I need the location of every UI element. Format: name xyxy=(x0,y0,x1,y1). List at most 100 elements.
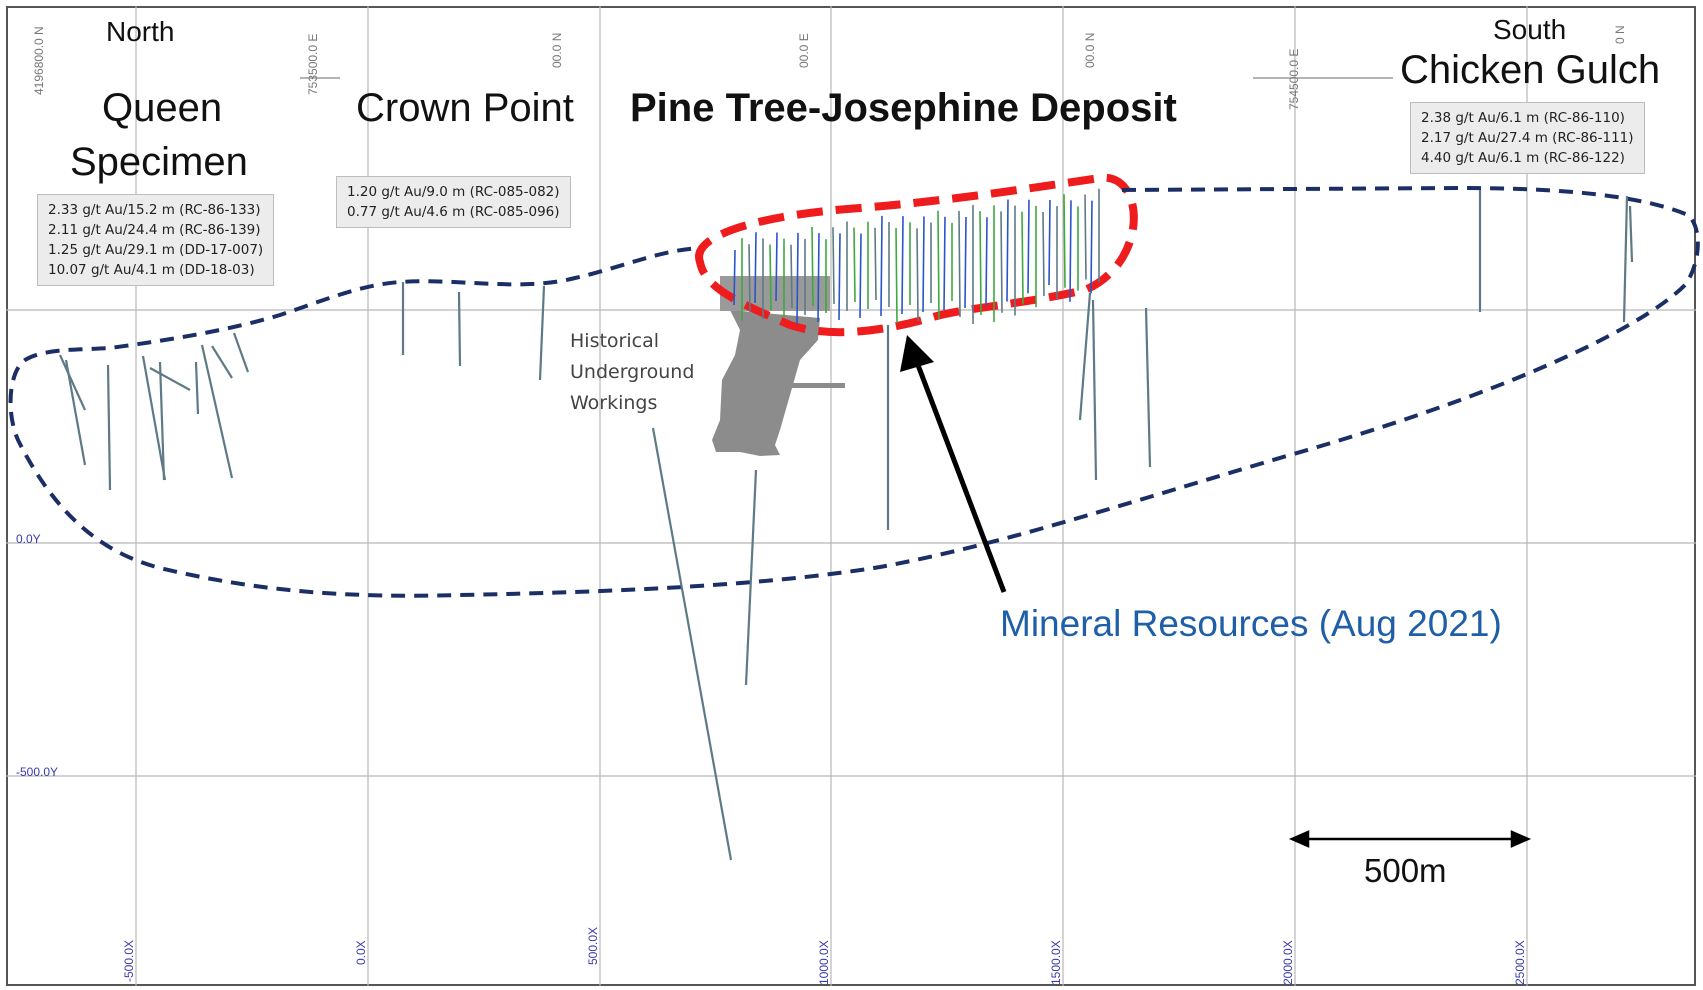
drillhole-trace xyxy=(149,367,191,391)
deposit-drillhole-trace xyxy=(832,227,835,305)
workings-tail xyxy=(780,383,845,388)
queen-label: Queen xyxy=(102,86,223,130)
south-label: South xyxy=(1493,14,1567,45)
deposit-drillhole-trace xyxy=(1042,211,1045,297)
historical-label-2: Underground xyxy=(570,361,695,383)
deposit-drillhole-trace xyxy=(1063,194,1066,288)
deposit-drillhole-trace xyxy=(916,228,919,322)
deposit-drillhole-trace xyxy=(796,232,799,325)
queen-intercepts-box: 2.33 g/t Au/15.2 m (RC-86-133) 2.11 g/t … xyxy=(37,194,275,286)
x-label-500: 500.0X xyxy=(586,926,600,965)
x-label-2500: 2500.0X xyxy=(1513,940,1527,985)
map-frame xyxy=(6,6,1696,986)
deposit-drillhole-trace xyxy=(790,244,793,309)
coord-label-5: 00.0 N xyxy=(1083,32,1097,68)
drillholes xyxy=(58,188,1634,861)
coord-label-6: 754500.0 E xyxy=(1287,48,1301,110)
x-label-2000: 2000.0X xyxy=(1281,940,1295,985)
deposit-drillhole-trace xyxy=(901,216,904,315)
drillhole-trace xyxy=(457,291,462,367)
deposit-drillhole-trace xyxy=(1027,199,1030,294)
queen-intercept-4: 10.07 g/t Au/4.1 m (DD-18-03) xyxy=(48,262,255,278)
deposit-drillhole-trace xyxy=(754,232,757,304)
drillhole-trace xyxy=(232,332,250,373)
resources-arrow xyxy=(900,335,1007,593)
drillhole-trace xyxy=(64,359,87,466)
deposit-drillhole-trace xyxy=(1084,194,1087,280)
drillhole-trace xyxy=(1078,292,1092,421)
deposit-drillhole-trace xyxy=(895,228,898,324)
drillhole-trace xyxy=(651,427,733,861)
workings-main xyxy=(712,310,820,456)
drillhole-trace xyxy=(58,354,87,411)
historical-label-1: Historical xyxy=(570,330,659,352)
crown-intercepts-box: 1.20 g/t Au/9.0 m (RC-085-082) 0.77 g/t … xyxy=(336,176,571,228)
deposit-drillhole-trace xyxy=(775,232,778,302)
deposit-drillhole-trace xyxy=(1000,211,1003,313)
scale-bar xyxy=(1288,830,1532,848)
drillhole-trace xyxy=(538,285,546,381)
drillhole-trace xyxy=(1091,299,1098,481)
queen-intercept-3: 1.25 g/t Au/29.1 m (DD-17-007) xyxy=(48,242,264,258)
deposit-drillhole-trace xyxy=(922,216,925,313)
chicken-intercepts-box: 2.38 g/t Au/6.1 m (RC-86-110) 2.17 g/t A… xyxy=(1410,102,1645,174)
deposit-drillhole-trace xyxy=(937,210,940,320)
deposit-drillhole-trace xyxy=(733,249,736,306)
drillhole-trace xyxy=(200,344,234,479)
deposit-drillhole-trace xyxy=(811,226,814,307)
arrow-head xyxy=(900,335,934,372)
scale-left-arrow xyxy=(1288,830,1310,848)
mineral-resources-label: Mineral Resources (Aug 2021) xyxy=(1000,603,1502,644)
deposit-drillhole-trace xyxy=(979,211,982,316)
chicken-intercept-3: 4.40 g/t Au/6.1 m (RC-86-122) xyxy=(1421,150,1625,166)
deposit-drillhole-trace xyxy=(817,233,820,323)
arrow-shaft xyxy=(915,364,1007,593)
deposit-drillhole-trace xyxy=(985,217,988,307)
y-label-500: -500.0Y xyxy=(16,765,59,779)
coord-label-7: 0 N xyxy=(1613,25,1627,44)
deposit-drillhole-trace xyxy=(880,215,883,317)
crown-intercept-2: 0.77 g/t Au/4.6 m (RC-085-096) xyxy=(347,204,560,220)
chicken-gulch-label: Chicken Gulch xyxy=(1400,48,1661,92)
drillhole-trace xyxy=(194,361,200,415)
scale-bar-label: 500m xyxy=(1364,852,1447,889)
deposit-drillhole-trace xyxy=(958,210,961,318)
coord-label-4: 00.0 E xyxy=(797,33,811,68)
coord-label-1: 4196800.0 N xyxy=(32,26,46,95)
chicken-intercept-2: 2.17 g/t Au/27.4 m (RC-86-111) xyxy=(1421,130,1634,146)
workings-top xyxy=(720,276,830,311)
deposit-outline xyxy=(695,173,1138,337)
x-label-1000: 1000.0X xyxy=(817,940,831,985)
deposit-drillhole-trace xyxy=(964,216,967,309)
drillhole-trace xyxy=(1628,205,1634,263)
queen-intercept-2: 2.11 g/t Au/24.4 m (RC-86-139) xyxy=(48,222,261,238)
deposit-drillhole-trace xyxy=(1069,200,1072,302)
crown-intercept-1: 1.20 g/t Au/9.0 m (RC-085-082) xyxy=(347,184,560,200)
deposit-drillhole-trace xyxy=(1021,211,1024,305)
deposit-drillhole-trace xyxy=(748,244,751,313)
historical-workings xyxy=(712,276,845,456)
specimen-label: Specimen xyxy=(70,140,248,184)
drillhole-trace xyxy=(744,469,758,686)
coord-label-2: 753500.0 E xyxy=(306,33,320,95)
drillhole-trace xyxy=(106,364,112,491)
drillhole-trace xyxy=(1622,195,1629,323)
x-label-0: 0.0X xyxy=(354,940,368,965)
deposit-drillhole-trace xyxy=(1006,199,1009,302)
coord-label-3: 00.0 N xyxy=(550,32,564,68)
drillhole-trace xyxy=(158,361,166,481)
scale-right-arrow xyxy=(1510,830,1532,848)
north-label: North xyxy=(106,16,175,47)
deposit-drillhole-trace xyxy=(769,244,772,311)
deposit-drillhole-trace xyxy=(859,233,862,319)
grid-lines xyxy=(6,6,1696,986)
pine-tree-title: Pine Tree-Josephine Deposit xyxy=(630,86,1177,130)
deposit-drillhole-trace xyxy=(874,227,877,301)
chicken-intercept-1: 2.38 g/t Au/6.1 m (RC-86-110) xyxy=(1421,110,1625,126)
crown-point-label: Crown Point xyxy=(356,86,574,130)
drillhole-trace xyxy=(1144,307,1152,468)
deposit-drillhole-trace xyxy=(838,233,841,321)
deposit-drillhole-trace xyxy=(1048,200,1051,286)
